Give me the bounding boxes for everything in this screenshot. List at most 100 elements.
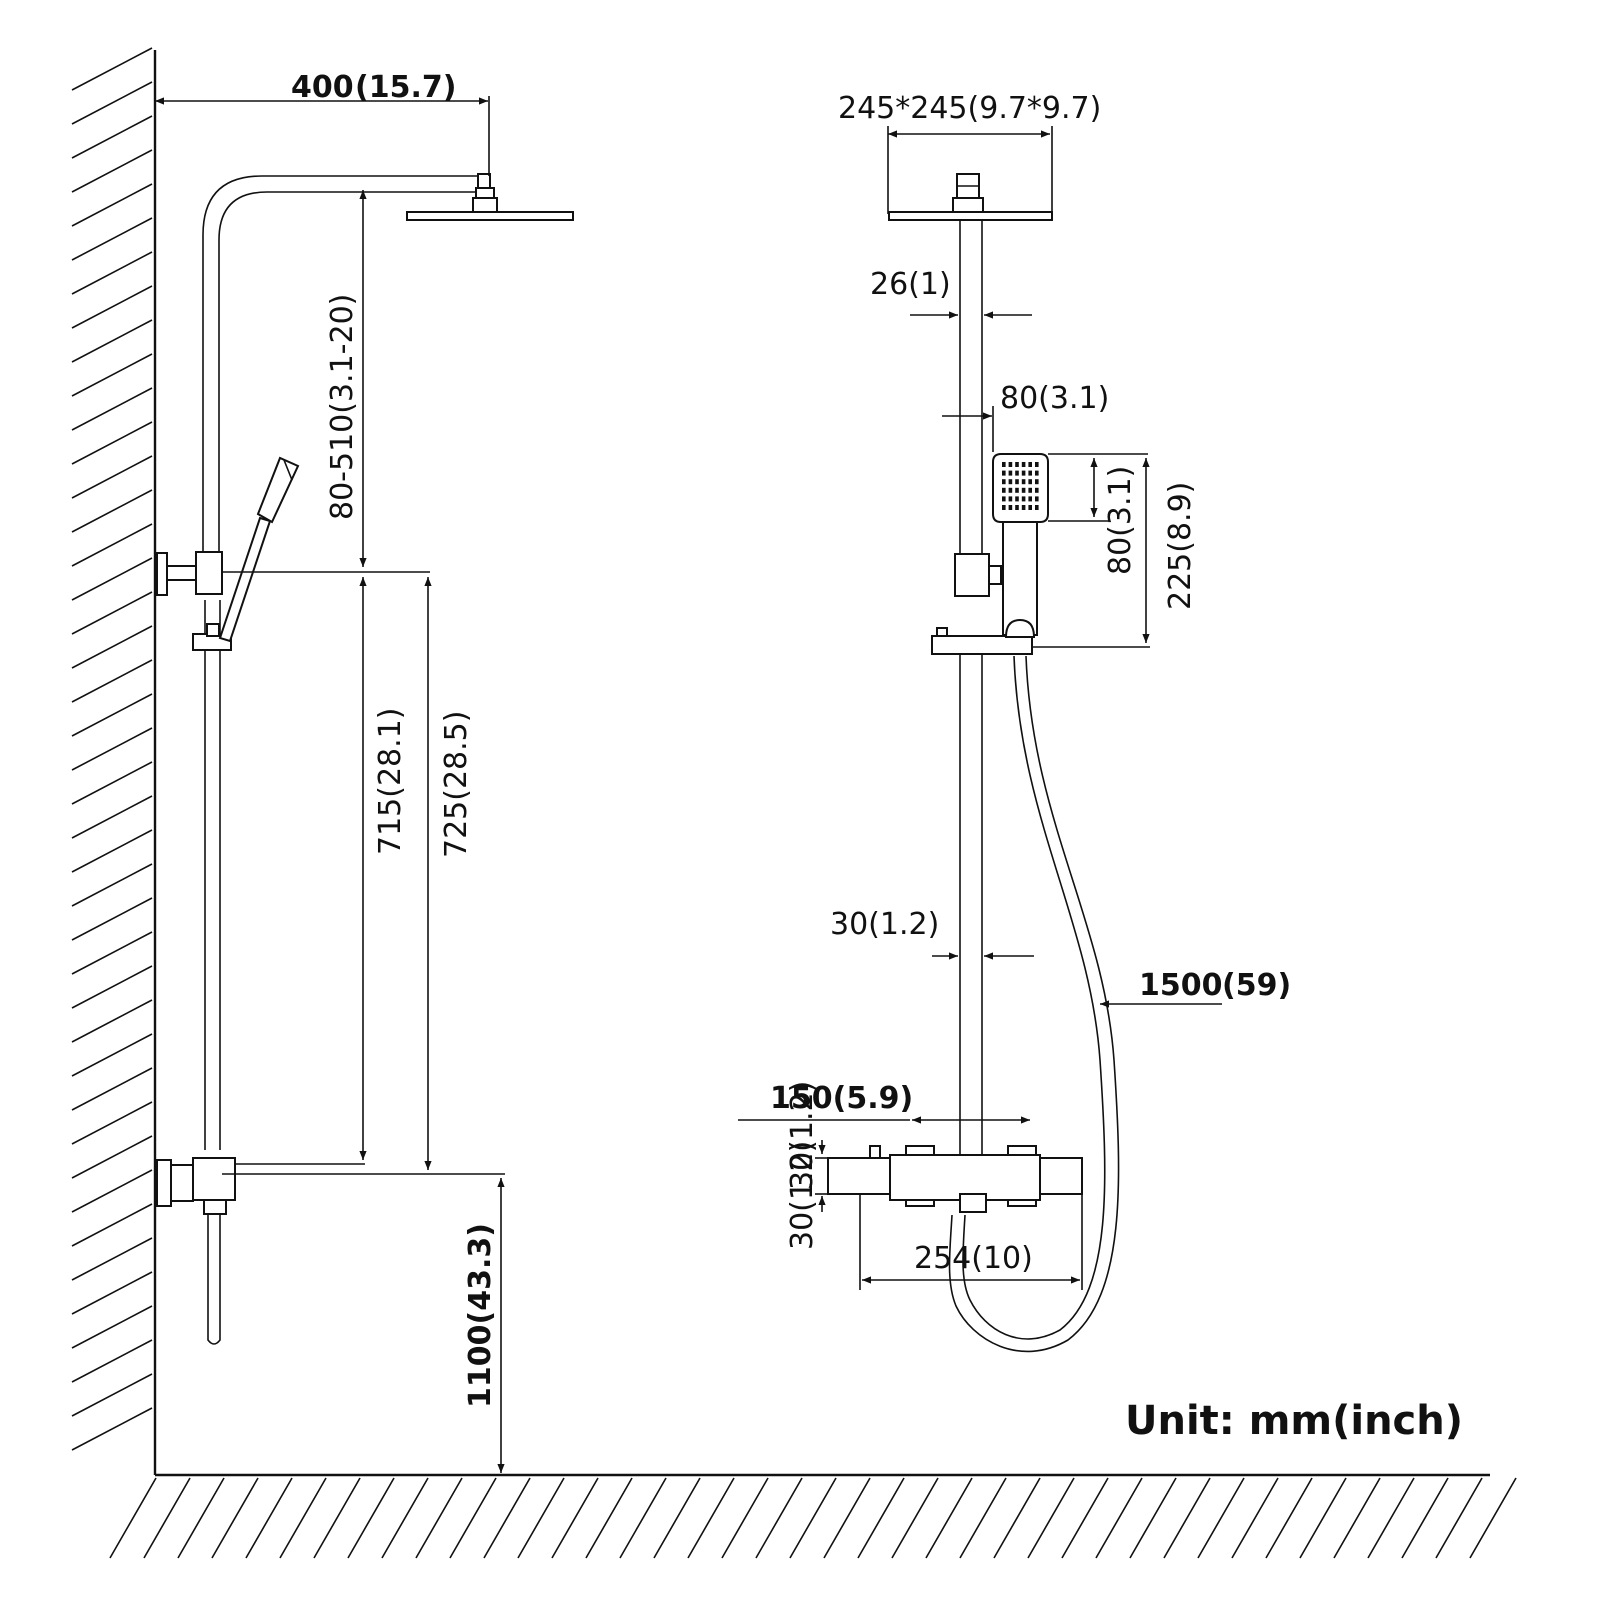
wall-hatch-line [71, 251, 153, 295]
wall-hatch-line [71, 1101, 153, 1145]
nozzle-dot [1021, 479, 1026, 485]
label-hose-length-in: (59) [1222, 968, 1291, 1003]
nozzle-dot [1002, 479, 1006, 485]
nozzle-dot [1028, 470, 1032, 476]
floor-hatch-line [1469, 1477, 1517, 1559]
wall-hatch-line [71, 81, 153, 125]
hand-shower-head-side [256, 456, 300, 524]
valve-wall-flange [156, 1159, 172, 1207]
wall-bracket-front-nut [988, 565, 1002, 585]
floor-hatch-line [1095, 1477, 1143, 1559]
wall-hatch-line [71, 1305, 153, 1349]
wall-bracket-front [954, 553, 990, 597]
wall-hatch-line [71, 319, 153, 363]
hose-cone [1004, 618, 1036, 638]
floor-hatch-line [823, 1477, 871, 1559]
floor-hatch-line [1129, 1477, 1177, 1559]
nozzle-dot [1021, 462, 1026, 467]
wall-hatch-line [71, 863, 153, 907]
floor-hatch-line [755, 1477, 803, 1559]
wall-bracket-upper-plate [156, 552, 168, 596]
wall-hatch-line [71, 421, 153, 465]
floor-hatch-line [721, 1477, 769, 1559]
label-slider-height-b: 725(28.5) [439, 711, 474, 858]
hose-inner [948, 655, 1120, 1353]
hand-shower-nozzles [1002, 462, 1039, 510]
wall-hatch-line [71, 115, 153, 159]
wall-hatch-line [71, 1271, 153, 1315]
label-hose-length: 1500 [1139, 968, 1223, 1003]
nozzle-dot [1028, 462, 1032, 467]
label-hand-shower-total-len: 225(8.9) [1163, 482, 1198, 610]
label-rain-arm-length-in: (15.7) [355, 70, 456, 105]
floor-hatch-line [279, 1477, 327, 1559]
wall-hatch-line [71, 387, 153, 431]
floor-hatch-line [1265, 1477, 1313, 1559]
floor-hatch-line [211, 1477, 259, 1559]
front-view: 245*245(9.7*9.7) 26(1) 80(3.1) 80(3.1) 2… [738, 91, 1291, 1353]
floor-hatch-line [687, 1477, 735, 1559]
floor-hatch-line [789, 1477, 837, 1559]
side-riser-arm-inner [218, 191, 488, 560]
wall-hatch-line [71, 557, 153, 601]
wall-hatch-line [71, 625, 153, 669]
floor-hatch-line [517, 1477, 565, 1559]
wall-bracket-upper-clamp [195, 551, 223, 595]
floor-hatch-line [483, 1477, 531, 1559]
wall-hatch-line [71, 353, 153, 397]
label-upper-pipe-dia: 26(1) [870, 267, 951, 302]
label-valve-width: 254(10) [914, 1241, 1033, 1276]
nozzle-dot [1035, 487, 1039, 493]
wall-hatch-line [71, 523, 153, 567]
wall-hatch-line [71, 285, 153, 329]
valve-outlet-pipe [207, 1214, 221, 1345]
wall-hatch-line [71, 795, 153, 839]
floor-hatch-line [619, 1477, 667, 1559]
nozzle-dot [1035, 496, 1039, 502]
floor-hatch-line [1197, 1477, 1245, 1559]
wall-hatch-line [71, 829, 153, 873]
nozzle-dot [1008, 470, 1013, 476]
wall-hatch-line [71, 897, 153, 941]
nozzle-dot [1002, 496, 1006, 502]
wall-hatch-line [71, 1067, 153, 1111]
nozzle-dot [1035, 505, 1039, 510]
valve-center-housing [889, 1154, 1041, 1201]
floor-hatch-line [347, 1477, 395, 1559]
label-lower-pipe-dia: 30(1.2) [830, 907, 939, 942]
head-connector-front-base [952, 197, 984, 213]
nozzle-dot [1015, 470, 1019, 476]
label-head-size: 245*245(9.7*9.7) [838, 91, 1101, 126]
floor-hatch-line [1299, 1477, 1347, 1559]
valve-outlet-nut [203, 1199, 227, 1215]
wall-hatch-line [71, 727, 153, 771]
nozzle-dot [1021, 470, 1026, 476]
wall-hatch [71, 47, 153, 1451]
label-head-adjust: 80-510(3.1-20) [325, 294, 360, 520]
floor-hatch-line [1435, 1477, 1483, 1559]
rain-head-side [406, 211, 574, 221]
slider-holder-front-cap [936, 627, 948, 637]
wall-hatch-line [71, 1407, 153, 1451]
hose-outer [962, 655, 1106, 1340]
floor-hatch-line [313, 1477, 361, 1559]
floor-hatch-line [381, 1477, 429, 1559]
valve-button [869, 1145, 881, 1159]
floor-hatch-line [1061, 1477, 1109, 1559]
side-riser-arm-outer [202, 175, 488, 560]
floor-hatch-line [1333, 1477, 1381, 1559]
slider-holder-knob [206, 623, 220, 637]
nozzle-dot [1021, 496, 1026, 502]
label-hand-shower-head-len: 80(3.1) [1103, 466, 1138, 575]
nozzle-dot [1028, 505, 1032, 510]
floor-hatch-line [551, 1477, 599, 1559]
wall-hatch-line [71, 1135, 153, 1179]
wall-hatch-line [71, 931, 153, 975]
valve-nut [170, 1164, 194, 1202]
wall-hatch-line [71, 47, 153, 91]
nozzle-dot [1035, 462, 1039, 467]
wall-bracket-upper-arm [166, 565, 200, 581]
floor-hatch-line [449, 1477, 497, 1559]
floor-hatch-line [925, 1477, 973, 1559]
